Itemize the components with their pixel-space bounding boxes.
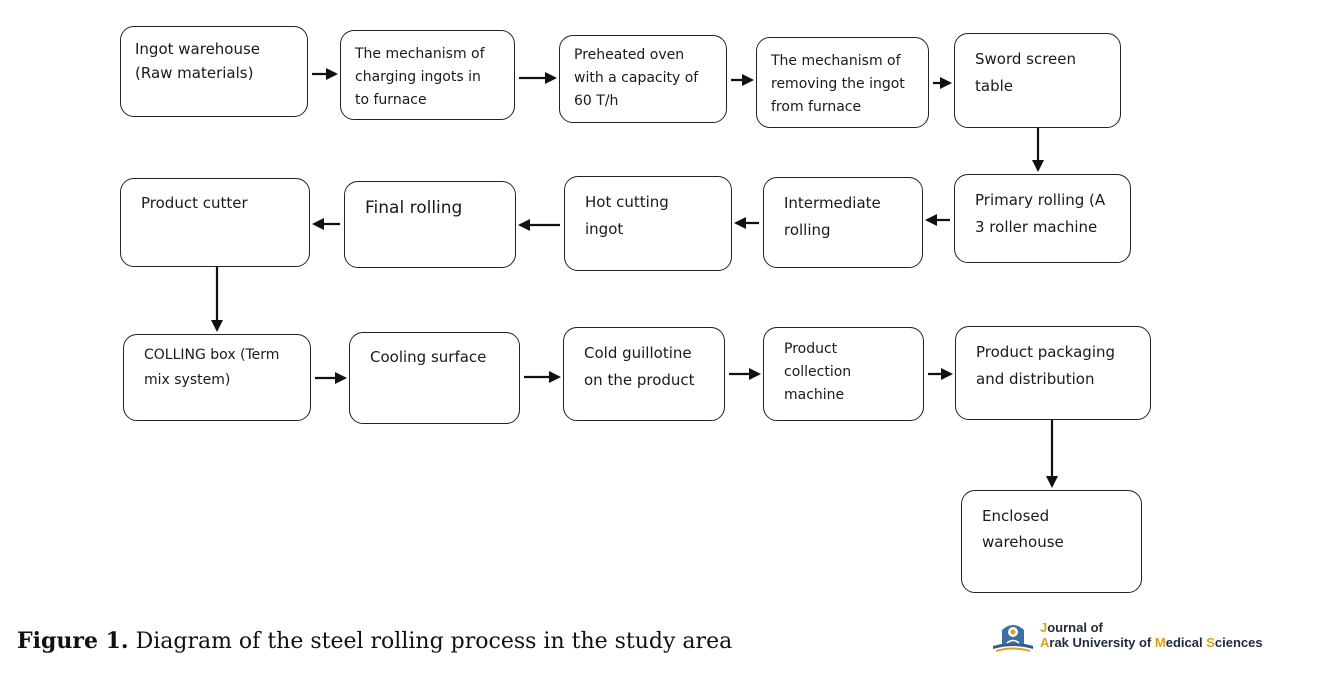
node-ingot-warehouse-label: Ingot warehouse (Raw materials) — [135, 40, 261, 82]
journal-logo: Journal of Arak University of Medical Sc… — [990, 616, 1290, 656]
node-cold-guillotine-label: Cold guillotine on the product — [584, 344, 695, 389]
node-charging-mechanism-label: The mechanism of charging ingots in to f… — [355, 46, 485, 108]
node-sword-screen-table-label: Sword screen table — [975, 50, 1077, 95]
node-product-cutter-label: Product cutter — [141, 194, 248, 212]
node-primary-rolling: Primary rolling (A 3 roller machine — [954, 174, 1131, 263]
figure-caption: Figure 1. Diagram of the steel rolling p… — [17, 628, 732, 654]
node-preheated-oven: Preheated oven with a capacity of 60 T/h — [559, 35, 727, 123]
node-charging-mechanism: The mechanism of charging ingots in to f… — [340, 30, 515, 120]
node-intermediate-rolling-label: Intermediate rolling — [784, 194, 881, 239]
node-product-collection: Product collection machine — [763, 327, 924, 421]
node-product-cutter: Product cutter — [120, 178, 310, 267]
node-hot-cutting-ingot-label: Hot cutting ingot — [585, 193, 669, 238]
node-sword-screen-table: Sword screen table — [954, 33, 1121, 128]
node-enclosed-warehouse: Enclosed warehouse — [961, 490, 1142, 593]
journal-logo-line1: Journal of — [1040, 620, 1103, 635]
node-cooling-surface: Cooling surface — [349, 332, 520, 424]
figure-caption-text: Diagram of the steel rolling process in … — [128, 629, 733, 654]
figure-caption-label: Figure 1. — [17, 628, 129, 654]
node-removing-mechanism: The mechanism of removing the ingot from… — [756, 37, 929, 128]
node-primary-rolling-label: Primary rolling (A 3 roller machine — [975, 191, 1106, 236]
node-final-rolling-label: Final rolling — [365, 198, 463, 218]
node-hot-cutting-ingot: Hot cutting ingot — [564, 176, 732, 271]
journal-emblem-icon — [993, 625, 1033, 652]
node-cooling-surface-label: Cooling surface — [370, 348, 487, 366]
journal-logo-line2: Arak University of Medical Sciences — [1040, 635, 1263, 650]
node-product-packaging-label: Product packaging and distribution — [976, 343, 1116, 388]
node-ingot-warehouse: Ingot warehouse (Raw materials) — [120, 26, 308, 117]
node-product-collection-label: Product collection machine — [784, 341, 852, 403]
node-product-packaging: Product packaging and distribution — [955, 326, 1151, 420]
node-preheated-oven-label: Preheated oven with a capacity of 60 T/h — [574, 47, 699, 109]
node-cold-guillotine: Cold guillotine on the product — [563, 327, 725, 421]
node-colling-box-label: COLLING box (Term mix system) — [144, 347, 280, 388]
node-intermediate-rolling: Intermediate rolling — [763, 177, 923, 268]
node-final-rolling: Final rolling — [344, 181, 516, 268]
node-enclosed-warehouse-label: Enclosed warehouse — [982, 507, 1064, 551]
node-colling-box: COLLING box (Term mix system) — [123, 334, 311, 421]
node-removing-mechanism-label: The mechanism of removing the ingot from… — [771, 53, 905, 115]
journal-logo-text: Journal of Arak University of Medical Sc… — [1040, 620, 1263, 650]
